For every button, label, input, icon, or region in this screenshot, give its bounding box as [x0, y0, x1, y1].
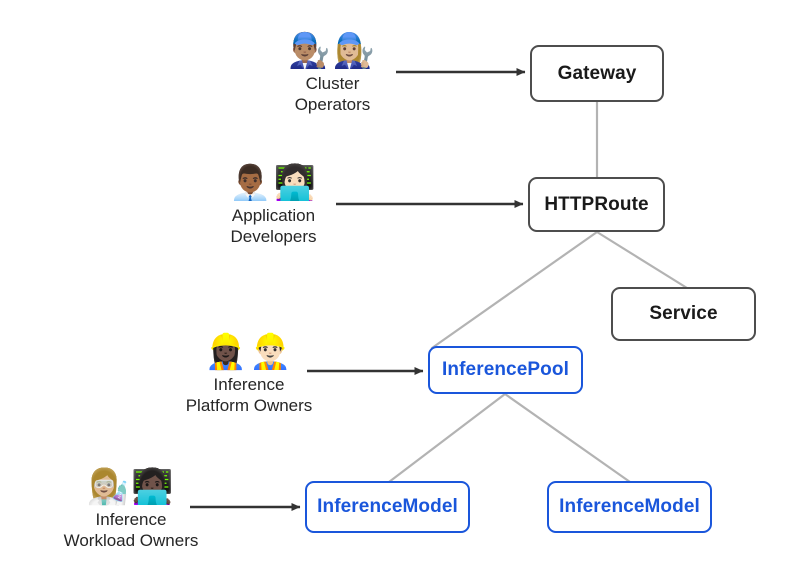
node-inferencemodel-1[interactable]: InferenceModel: [305, 481, 470, 533]
node-gateway[interactable]: Gateway: [530, 45, 664, 102]
application-developers-label: Application Developers: [231, 206, 317, 247]
inference-workload-owners-label-line2: Workload Owners: [63, 530, 199, 550]
edge-inferencepool-inferencemodel-2: [503, 392, 632, 484]
cluster-operators-emoji: 👨🏽‍🔧👩🏼‍🔧: [288, 31, 377, 71]
edge-httproute-inferencepool: [430, 230, 599, 350]
application-developers-emoji: 👨🏾‍💼👩🏻‍💻: [229, 163, 318, 203]
edge-inferencepool-inferencemodel-1: [387, 392, 507, 484]
node-gateway-label: Gateway: [557, 62, 637, 84]
cluster-operators-label: Cluster Operators: [295, 74, 371, 115]
inference-platform-owners-label: Inference Platform Owners: [186, 375, 313, 416]
application-developers-label-line1: Application: [231, 206, 316, 225]
node-inferencemodel-2[interactable]: InferenceModel: [547, 481, 712, 533]
node-service[interactable]: Service: [611, 287, 756, 341]
node-inferencemodel-1-label: InferenceModel: [317, 496, 458, 518]
inference-platform-owners-label-line1: Inference: [213, 375, 285, 394]
node-inferencemodel-2-label: InferenceModel: [559, 496, 700, 518]
inference-platform-owners-emoji: 👷🏿‍♀️👷🏻‍♂️: [204, 332, 294, 372]
application-developers-label-line2: Developers: [230, 226, 317, 246]
inference-workload-owners-label-line1: Inference: [95, 510, 167, 529]
node-httproute-label: HTTPRoute: [544, 193, 649, 215]
persona-inference-platform-owners: 👷🏿‍♀️👷🏻‍♂️ Inference Platform Owners: [163, 331, 335, 416]
inference-workload-owners-emoji: 👩🏼‍🔬👩🏿‍💻: [86, 467, 176, 507]
inference-workload-owners-label: Inference Workload Owners: [64, 510, 199, 551]
node-service-label: Service: [649, 303, 718, 325]
edge-httproute-service: [595, 230, 689, 290]
persona-inference-workload-owners: 👩🏼‍🔬👩🏿‍💻 Inference Workload Owners: [42, 466, 220, 551]
node-inferencepool-label: InferencePool: [442, 359, 569, 381]
cluster-operators-label-line2: Operators: [294, 94, 371, 114]
node-inferencepool[interactable]: InferencePool: [428, 346, 583, 394]
inference-platform-owners-label-line2: Platform Owners: [185, 395, 313, 415]
cluster-operators-label-line1: Cluster: [305, 74, 360, 93]
persona-cluster-operators: 👨🏽‍🔧👩🏼‍🔧 Cluster Operators: [255, 30, 410, 115]
node-httproute[interactable]: HTTPRoute: [528, 177, 665, 232]
persona-application-developers: 👨🏾‍💼👩🏻‍💻 Application Developers: [196, 162, 351, 247]
